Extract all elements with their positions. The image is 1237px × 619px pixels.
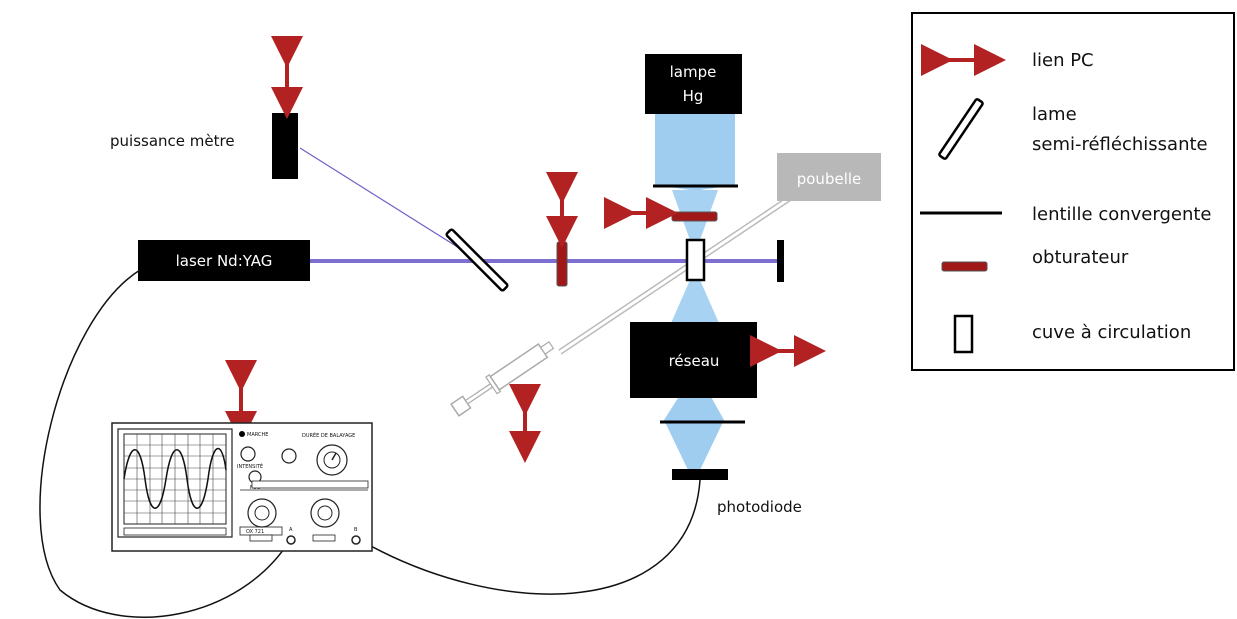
laser-box <box>138 240 310 281</box>
input-connector-b <box>351 535 361 545</box>
power-meter <box>272 113 298 179</box>
legend-text-beam-splitter-2: semi-réfléchissante <box>1032 134 1208 155</box>
lamp-label-line2: Hg <box>683 87 704 105</box>
oscilloscope-model-label: OX 721 <box>246 529 264 535</box>
beam-splitter-icon <box>938 98 984 160</box>
laser-shutter <box>556 241 568 287</box>
oscilloscope-grid <box>124 434 226 524</box>
photodiode <box>672 469 728 480</box>
oscilloscope-marche-label: MARCHE <box>247 432 268 438</box>
oscilloscope-sine-wave <box>123 447 227 509</box>
legend: lien PC lame semi-réfléchissante lentill… <box>911 12 1235 371</box>
position-knob <box>281 448 297 464</box>
trash-label: poubelle <box>797 170 862 188</box>
legend-item-shutter: obturateur <box>941 247 1129 272</box>
oscilloscope: OX 721 MARCHE INTENSITÉ FOC DURÉE DE BAL… <box>111 422 373 552</box>
lamp-shutter <box>671 211 718 222</box>
lamp-box <box>645 54 742 114</box>
trash-box <box>777 153 881 201</box>
grating-box <box>630 322 757 398</box>
beam-splitter <box>445 228 509 292</box>
legend-item-beam-splitter: lame semi-réfléchissante <box>938 98 1208 160</box>
channel-b-label: B <box>354 527 358 533</box>
legend-text-cuvette: cuve à circulation <box>1032 322 1191 343</box>
laser-cable <box>39 269 291 618</box>
grating-label: réseau <box>669 352 720 370</box>
legend-item-cuvette: cuve à circulation <box>953 314 1191 354</box>
power-indicator <box>239 431 245 437</box>
circulation-tubing <box>558 195 792 355</box>
reflected-beam <box>299 147 476 259</box>
oscilloscope-intensite-label: INTENSITÉ <box>237 462 263 470</box>
photodiode-label: photodiode <box>717 498 802 516</box>
oscilloscope-duree-label: DURÉE DE BALAYAGE <box>302 431 355 439</box>
legend-text-lens: lentille convergente <box>1032 204 1212 225</box>
legend-item-lens: lentille convergente <box>920 204 1212 225</box>
beam-stop <box>777 240 784 282</box>
input-connector-a <box>286 535 296 545</box>
channel-a-label: A <box>289 527 293 533</box>
power-meter-label: puissance mètre <box>110 132 235 150</box>
flow-cuvette <box>685 238 706 282</box>
legend-text-beam-splitter-1: lame <box>1032 104 1077 125</box>
lamp-label-line1: lampe <box>670 63 717 81</box>
shutter-icon <box>941 261 988 272</box>
intensity-knob <box>240 446 256 462</box>
photodiode-cable <box>359 479 701 595</box>
lamp-light-beam <box>655 110 735 470</box>
legend-text-pc-link: lien PC <box>1032 50 1094 71</box>
laser-label: laser Nd:YAG <box>176 252 273 270</box>
legend-text-shutter: obturateur <box>1032 247 1129 268</box>
syringe <box>450 340 555 417</box>
legend-item-pc-link: lien PC <box>921 44 1094 76</box>
cuvette-icon <box>953 314 974 354</box>
